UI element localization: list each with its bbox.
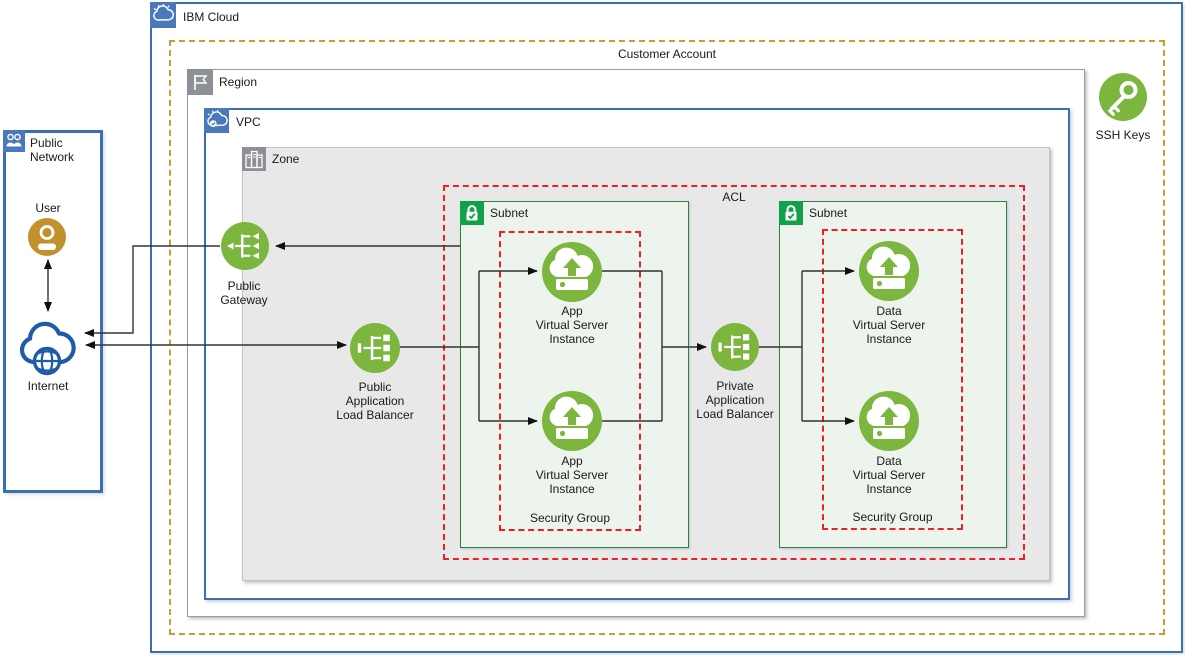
data-vsi-1-node	[859, 241, 919, 301]
zone-icon	[242, 147, 266, 171]
public-network-label: Public Network	[30, 136, 75, 164]
ssh-keys-node	[1099, 73, 1147, 121]
datacenter-icon	[245, 150, 263, 169]
public-alb-label: Public Application Load Balancer	[336, 380, 414, 422]
ibm-cloud-label: IBM Cloud	[183, 10, 240, 24]
customer-account-label: Customer Account	[617, 47, 717, 61]
data-vsi-1-label: Data Virtual Server Instance	[852, 304, 926, 346]
region-label: Region	[219, 75, 258, 89]
app-vsi-2-label: App Virtual Server Instance	[535, 454, 609, 496]
data-vsi-2-node	[859, 391, 919, 451]
user-label: User	[35, 201, 61, 215]
acl-label: ACL	[722, 190, 746, 204]
load-balancer-icon	[357, 334, 390, 362]
virtual-server-icon	[866, 246, 911, 289]
security-group-left-box: Security Group	[499, 231, 641, 531]
public-alb-node	[350, 323, 400, 373]
ssh-keys-label: SSH Keys	[1095, 128, 1151, 142]
app-vsi-1-node	[542, 242, 602, 302]
region-flag-icon	[187, 69, 213, 95]
virtual-server-icon	[866, 396, 911, 439]
private-alb-node	[711, 323, 759, 371]
customer-account-box: Customer Account	[169, 40, 1165, 635]
data-vsi-2-label: Data Virtual Server Instance	[852, 454, 926, 496]
virtual-server-icon	[549, 396, 594, 439]
zone-label: Zone	[272, 152, 300, 166]
public-gateway-label: Public Gateway	[220, 279, 268, 307]
subnet-lock-icon	[779, 201, 803, 225]
security-group-right-box: Security Group	[822, 229, 963, 530]
subnet-right-label: Subnet	[809, 206, 848, 220]
vpc-label: VPC	[236, 115, 261, 129]
user-icon	[38, 225, 56, 250]
users-group-icon	[6, 133, 22, 147]
subnet-lock-icon	[460, 201, 484, 225]
public-network-icon	[3, 130, 25, 152]
internet-cloud-icon	[19, 321, 76, 376]
vpc-icon	[204, 108, 229, 133]
key-icon	[1108, 81, 1138, 116]
acl-box: ACL	[443, 185, 1025, 560]
security-group-right-label: Security Group	[852, 510, 933, 524]
lock-check-icon	[785, 205, 797, 221]
load-balancer-icon	[718, 334, 750, 360]
gateway-icon	[227, 233, 259, 259]
flag-icon	[194, 75, 208, 90]
lock-check-icon	[466, 205, 478, 221]
cloud-icon	[153, 4, 175, 21]
private-alb-label: Private Application Load Balancer	[696, 379, 774, 421]
app-vsi-2-node	[542, 391, 602, 451]
user-node	[28, 218, 66, 256]
public-gateway-node	[221, 222, 269, 270]
internet-label: Internet	[27, 379, 69, 393]
internet-node	[14, 312, 82, 380]
security-group-left-label: Security Group	[529, 511, 611, 525]
subnet-left-label: Subnet	[490, 206, 529, 220]
ibm-cloud-icon	[150, 2, 176, 28]
app-vsi-1-label: App Virtual Server Instance	[535, 304, 609, 346]
virtual-server-icon	[549, 247, 594, 290]
vpc-cloud-icon	[207, 109, 228, 127]
